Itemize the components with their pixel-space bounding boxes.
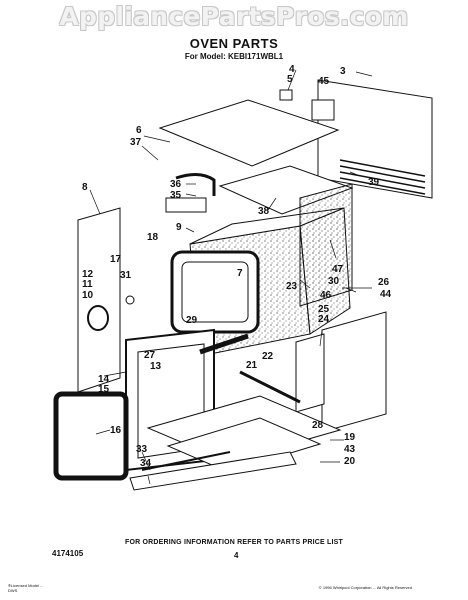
callout-25: 25 [318, 304, 330, 315]
trademark-note: ®Licensed Model ... DWS [8, 583, 44, 593]
model-subtitle: For Model: KEBI171WBL1 [184, 52, 284, 61]
right-side-panel [321, 311, 387, 433]
callout-20: 20 [344, 456, 356, 467]
callout-6: 6 [136, 125, 142, 136]
callout-38: 38 [258, 206, 270, 217]
page-number: 4 [234, 551, 239, 560]
callout-19: 19 [344, 432, 356, 443]
callout-9: 9 [176, 222, 182, 233]
document-number: 4174105 [52, 549, 84, 558]
callout-10: 10 [82, 290, 94, 301]
side-channel [295, 333, 325, 413]
watermark: AppliancePartsPros.com [59, 2, 409, 31]
callout-44: 44 [380, 289, 392, 300]
callout-23: 23 [286, 281, 298, 292]
callout-35: 35 [170, 190, 182, 201]
top-panel [158, 99, 340, 167]
callout-29: 29 [186, 315, 198, 326]
callout-46: 46 [320, 290, 332, 301]
callout-31: 31 [120, 270, 132, 281]
callout-37: 37 [130, 137, 142, 148]
callout-39: 39 [368, 177, 380, 188]
back-insulation [299, 183, 353, 307]
callout-28: 28 [312, 420, 324, 431]
callout-11: 11 [82, 279, 93, 290]
callout-27: 27 [144, 350, 156, 361]
callout-13: 13 [150, 361, 162, 372]
left-side-panel [77, 207, 121, 393]
light-lens [87, 305, 109, 331]
callout-26: 26 [378, 277, 390, 288]
callout-12: 12 [82, 269, 94, 280]
support-bar [239, 370, 301, 404]
rear-panel [317, 79, 433, 199]
callout-33: 33 [136, 444, 148, 455]
callout-16: 16 [110, 425, 122, 436]
callout-36: 36 [170, 179, 182, 190]
callout-18: 18 [147, 232, 159, 243]
callout-17: 17 [110, 254, 122, 265]
vent-bracket [165, 197, 207, 213]
mounting-plate [311, 99, 335, 121]
door-gasket [53, 391, 129, 481]
callout-21: 21 [246, 360, 258, 371]
vent-tube [175, 173, 216, 196]
callout-47: 47 [332, 264, 344, 275]
callout-14: 14 [98, 374, 110, 385]
callout-8: 8 [82, 182, 88, 193]
callout-3: 3 [340, 66, 346, 77]
callout-24: 24 [318, 314, 330, 325]
broil-trim [141, 451, 231, 471]
kick-plate [129, 451, 297, 491]
bottom-tray [166, 417, 322, 473]
callout-43: 43 [344, 444, 356, 455]
callout-15: 15 [98, 384, 110, 395]
callout-30: 30 [328, 276, 340, 287]
ordering-note: FOR ORDERING INFORMATION REFER TO PARTS … [124, 539, 344, 546]
callout-5: 5 [287, 74, 293, 85]
callout-34: 34 [140, 458, 152, 469]
copyright-note: © 1996 Whirlpool Corporation ... All Rig… [318, 585, 412, 590]
callout-45: 45 [318, 76, 330, 87]
page-title: OVEN PARTS [189, 36, 279, 51]
callout-4: 4 [289, 64, 295, 75]
terminal-block [279, 89, 293, 101]
callout-22: 22 [262, 351, 274, 362]
callout-7: 7 [237, 268, 243, 279]
bake-element [199, 333, 249, 355]
light-socket [125, 295, 135, 305]
